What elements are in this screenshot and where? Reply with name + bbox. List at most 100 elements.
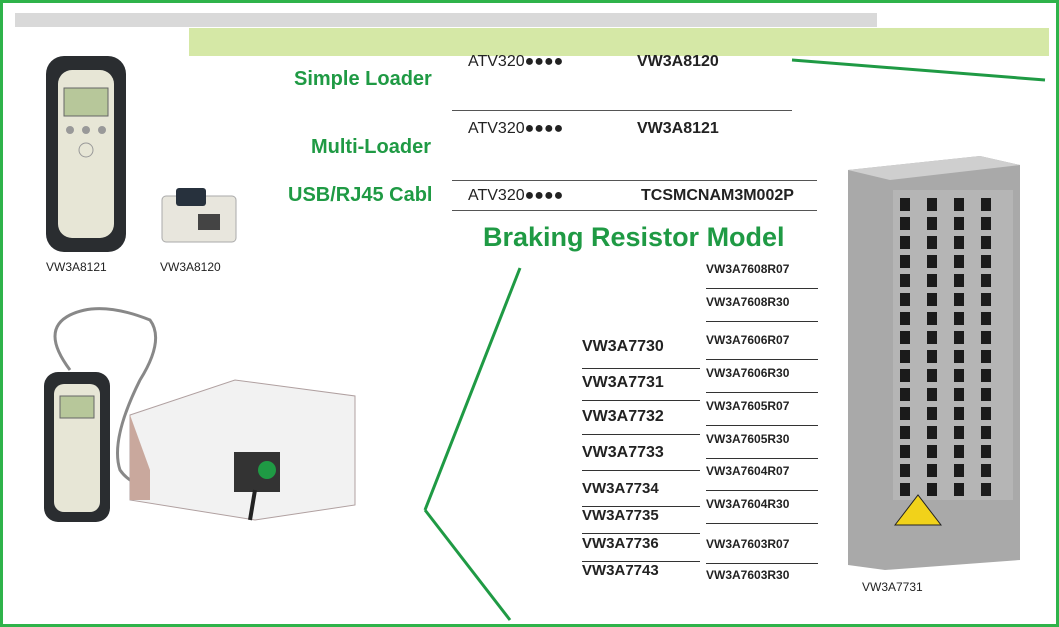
- loader-drive-simple: ATV320●●●●: [468, 53, 564, 70]
- vent-slat: [900, 350, 910, 363]
- vent-slat: [927, 312, 937, 325]
- vent-slat: [900, 217, 910, 230]
- vent-slat: [981, 274, 991, 287]
- vent-slat: [981, 369, 991, 382]
- vent-slat: [981, 445, 991, 458]
- vent-slat: [900, 255, 910, 268]
- loader-code-simple: VW3A8120: [637, 53, 719, 70]
- vent-slat: [981, 426, 991, 439]
- braking-model-right-item: VW3A7606R07: [706, 333, 790, 347]
- vent-slat: [954, 236, 964, 249]
- loader-drive-multi: ATV320●●●●: [468, 120, 564, 137]
- loader-divider-1: [452, 110, 792, 111]
- vent-slat: [900, 331, 910, 344]
- caption-resistor: VW3A7731: [862, 580, 923, 594]
- vent-slat: [927, 274, 937, 287]
- braking-model-right-item: VW3A7608R30: [706, 295, 790, 309]
- vent-slat: [900, 274, 910, 287]
- simple-loader-device: [161, 188, 237, 243]
- vent-slat: [927, 445, 937, 458]
- braking-model-left-item: VW3A7730: [582, 338, 664, 355]
- braking-model-left-separator: [582, 470, 700, 471]
- braking-model-right-item: VW3A7603R07: [706, 537, 790, 551]
- vent-slat: [981, 350, 991, 363]
- vent-slat: [954, 293, 964, 306]
- callout-line-top: [791, 58, 1046, 82]
- vent-slat: [927, 331, 937, 344]
- loader-label-cable: USB/RJ45 Cabl: [288, 184, 433, 206]
- braking-model-right-separator: [706, 490, 818, 491]
- braking-model-left-item: VW3A7735: [582, 507, 659, 524]
- loader-code-cable: TCSMCNAM3M002P: [641, 187, 794, 204]
- loader-divider-3: [452, 210, 817, 211]
- vent-slat: [954, 255, 964, 268]
- braking-model-left-item: VW3A7736: [582, 535, 659, 552]
- vent-slat: [900, 236, 910, 249]
- vent-slat: [900, 388, 910, 401]
- callout-line-bottom: [423, 509, 512, 621]
- vent-slat: [954, 350, 964, 363]
- vent-slat: [927, 407, 937, 420]
- vent-slat: [900, 407, 910, 420]
- vent-slat: [954, 426, 964, 439]
- braking-model-left-separator: [582, 434, 700, 435]
- vent-slat: [927, 255, 937, 268]
- vent-slat: [981, 198, 991, 211]
- braking-model-right-separator: [706, 425, 818, 426]
- braking-model-left-item: VW3A7743: [582, 562, 659, 579]
- braking-model-left-item: VW3A7733: [582, 444, 664, 461]
- loader-divider-2: [452, 180, 817, 181]
- vent-slat: [900, 198, 910, 211]
- caption-multi-loader: VW3A8121: [46, 260, 107, 274]
- vent-slat: [927, 369, 937, 382]
- braking-model-right-separator: [706, 321, 818, 322]
- braking-model-right-item: VW3A7604R07: [706, 464, 790, 478]
- vent-slat: [981, 255, 991, 268]
- braking-model-right-separator: [706, 359, 818, 360]
- braking-model-right-item: VW3A7608R07: [706, 262, 790, 276]
- braking-resistor-illustration: [848, 156, 1020, 570]
- vent-slat: [954, 198, 964, 211]
- vent-slat: [927, 217, 937, 230]
- vent-slat: [954, 274, 964, 287]
- braking-model-left-item: VW3A7732: [582, 408, 664, 425]
- vent-slat: [927, 198, 937, 211]
- braking-model-left-item: VW3A7731: [582, 374, 664, 391]
- vent-slat: [981, 388, 991, 401]
- vent-slat: [981, 312, 991, 325]
- braking-title: Braking Resistor Model: [483, 222, 785, 252]
- vent-slat: [981, 464, 991, 477]
- vent-slat: [954, 369, 964, 382]
- vent-slat: [900, 464, 910, 477]
- vent-slat: [900, 312, 910, 325]
- vent-slat: [981, 293, 991, 306]
- vent-slat: [900, 369, 910, 382]
- loader-code-multi: VW3A8121: [637, 120, 719, 137]
- header-band-green: [189, 28, 1049, 56]
- braking-model-right-item: VW3A7603R30: [706, 568, 790, 582]
- vent-slat: [900, 483, 910, 496]
- vent-slat: [954, 445, 964, 458]
- loader-drive-cable: ATV320●●●●: [468, 187, 564, 204]
- vent-slat: [927, 483, 937, 496]
- vent-slat: [981, 407, 991, 420]
- loader-label-simple: Simple Loader: [294, 68, 432, 90]
- loader-label-multi: Multi-Loader: [311, 136, 431, 158]
- vent-slat: [981, 483, 991, 496]
- braking-model-right-separator: [706, 523, 818, 524]
- callout-line-left: [423, 267, 522, 511]
- braking-model-right-item: VW3A7605R07: [706, 399, 790, 413]
- vent-slat: [954, 483, 964, 496]
- braking-model-right-separator: [706, 392, 818, 393]
- braking-model-left-separator: [582, 561, 700, 562]
- braking-model-right-item: VW3A7606R30: [706, 366, 790, 380]
- vent-slat: [954, 312, 964, 325]
- braking-model-right-separator: [706, 458, 818, 459]
- vent-slat: [900, 293, 910, 306]
- braking-model-left-separator: [582, 506, 700, 507]
- vent-slat: [954, 388, 964, 401]
- vent-slat: [954, 217, 964, 230]
- vent-slat: [900, 426, 910, 439]
- vent-slat: [927, 350, 937, 363]
